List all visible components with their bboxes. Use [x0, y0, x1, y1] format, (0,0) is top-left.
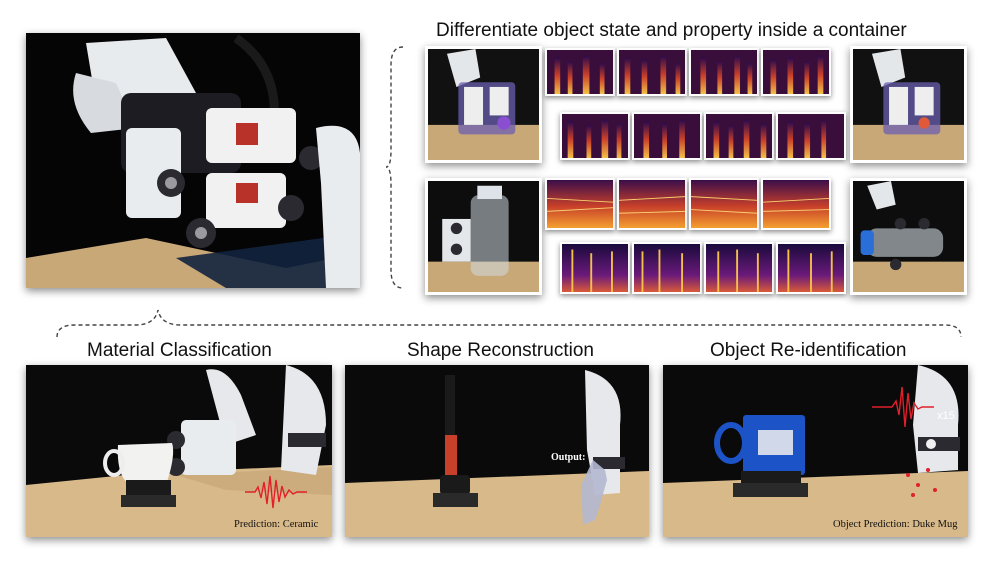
container-photo-2	[850, 46, 967, 163]
material-prediction-caption: Prediction: Ceramic	[234, 519, 319, 530]
brace-horizontal	[56, 309, 962, 338]
container-photo-1	[425, 46, 542, 163]
spectrogram-8	[776, 112, 846, 160]
spectrogram-9	[545, 178, 615, 230]
shape-reconstruction-photo	[345, 365, 649, 537]
spectrogram-7	[704, 112, 774, 160]
reid-prediction-caption: Object Prediction: Duke Mug	[833, 519, 958, 530]
spectrogram-2	[617, 48, 687, 96]
spectrogram-5	[560, 112, 630, 160]
task-title-material: Material Classification	[87, 340, 272, 361]
reid-multiplier-label: x15	[937, 410, 955, 422]
spectrogram-12	[761, 178, 831, 230]
task-title-shape: Shape Reconstruction	[407, 340, 594, 361]
top-title: Differentiate object state and property …	[436, 20, 907, 41]
spectrogram-14	[632, 242, 702, 294]
spectrogram-15	[704, 242, 774, 294]
spectrogram-10	[617, 178, 687, 230]
material-classification-photo	[26, 365, 332, 537]
bottle-photo-1	[425, 178, 542, 295]
spectrogram-13	[560, 242, 630, 294]
spectrogram-16	[776, 242, 846, 294]
gripper-main-photo	[26, 33, 360, 288]
object-reid-photo	[663, 365, 968, 537]
bottle-photo-2	[850, 178, 967, 295]
shape-output-label: Output:	[551, 452, 586, 463]
spectrogram-11	[689, 178, 759, 230]
spectrogram-1	[545, 48, 615, 96]
spectrogram-3	[689, 48, 759, 96]
waveform-material	[245, 475, 307, 509]
spectrogram-6	[632, 112, 702, 160]
brace-vertical	[385, 46, 404, 289]
waveform-reid	[872, 386, 934, 428]
spectrogram-4	[761, 48, 831, 96]
task-title-reid: Object Re-identification	[710, 340, 907, 361]
